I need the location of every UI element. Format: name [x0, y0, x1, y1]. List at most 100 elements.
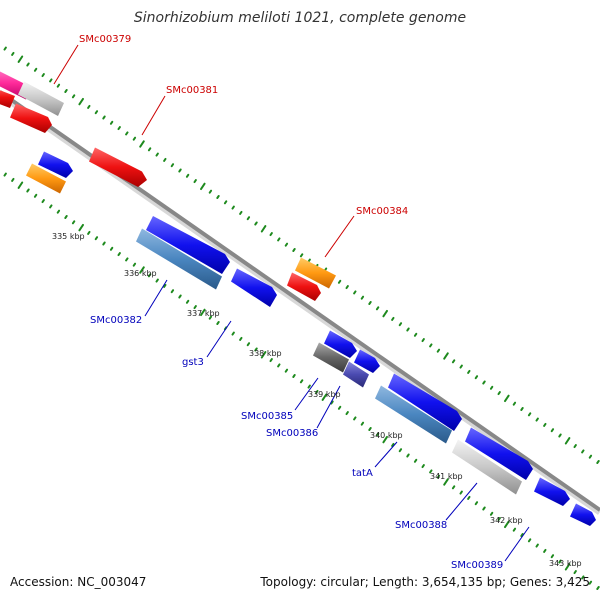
gene-arrow[interactable]	[26, 163, 66, 194]
kbp-label: 339 kbp	[308, 390, 341, 399]
minor-tick	[147, 147, 152, 152]
minor-tick	[345, 411, 349, 416]
minor-tick	[178, 168, 182, 173]
gene-arrow[interactable]	[324, 330, 357, 359]
major-tick	[443, 478, 449, 486]
minor-tick	[307, 258, 311, 263]
minor-tick	[239, 336, 243, 341]
minor-tick	[94, 236, 99, 241]
gene-label-smc00384[interactable]: SMc00384	[356, 206, 408, 217]
minor-tick	[596, 460, 600, 464]
minor-tick	[193, 305, 197, 310]
gene-arrow[interactable]	[287, 272, 321, 302]
minor-tick	[208, 189, 213, 194]
minor-tick	[520, 533, 524, 537]
minor-tick	[277, 237, 281, 242]
gene-label-smc00379[interactable]: SMc00379	[79, 34, 131, 45]
gene-label-smc00381[interactable]: SMc00381	[166, 85, 218, 96]
gene-label-smc00388[interactable]: SMc00388	[395, 520, 447, 531]
minor-tick	[269, 232, 273, 237]
minor-tick	[185, 299, 190, 304]
gene-arrows	[0, 71, 596, 527]
gene-arrow[interactable]	[313, 342, 349, 373]
minor-tick	[170, 289, 175, 294]
gene-arrow[interactable]	[231, 268, 277, 308]
minor-tick	[56, 209, 61, 214]
minor-tick	[109, 120, 114, 125]
gene-label-smc00385[interactable]: SMc00385	[241, 411, 293, 422]
kbp-label: 336 kbp	[124, 269, 157, 278]
minor-tick	[489, 511, 494, 516]
gene-label-tata[interactable]: tatA	[352, 468, 373, 479]
gene-arrow[interactable]	[295, 257, 336, 289]
major-tick	[382, 309, 388, 318]
minor-tick	[11, 51, 15, 56]
gene-arrow[interactable]	[465, 427, 533, 481]
major-tick	[443, 352, 449, 360]
minor-tick	[588, 454, 593, 459]
minor-tick	[33, 193, 38, 198]
minor-tick	[231, 205, 235, 210]
gene-arrow[interactable]	[89, 147, 147, 188]
gene-arrow[interactable]	[146, 216, 230, 274]
minor-tick	[558, 559, 562, 564]
minor-tick	[429, 343, 433, 348]
minor-tick	[41, 73, 45, 78]
gene-arrow[interactable]	[0, 87, 15, 109]
major-tick	[321, 393, 328, 401]
minor-tick	[527, 412, 532, 417]
minor-tick	[337, 405, 342, 410]
minor-tick	[87, 104, 91, 109]
minor-tick	[163, 157, 167, 162]
minor-tick	[49, 204, 53, 209]
minor-tick	[277, 363, 281, 368]
gene-label-smc00386[interactable]: SMc00386	[266, 428, 318, 439]
minor-tick	[421, 464, 425, 469]
minor-tick	[573, 444, 577, 449]
minor-tick	[178, 294, 182, 299]
kbp-labels: 335 kbp 336 kbp 337 kbp 338 kbp 339 kbp …	[52, 232, 582, 568]
minor-tick	[223, 200, 228, 205]
minor-tick	[421, 338, 425, 343]
minor-tick	[11, 177, 15, 182]
gene-label-gst3[interactable]: gst3	[182, 357, 204, 368]
major-tick	[260, 351, 267, 359]
gene-arrow[interactable]	[136, 228, 222, 290]
minor-tick	[330, 400, 334, 405]
minor-tick	[482, 380, 486, 385]
gene-arrow[interactable]	[343, 361, 369, 388]
gene-arrow[interactable]	[354, 349, 380, 374]
minor-tick	[474, 501, 479, 506]
gene-label-smc00389[interactable]: SMc00389	[451, 560, 503, 571]
gene-arrow[interactable]	[570, 503, 596, 527]
minor-tick	[550, 554, 555, 559]
major-tick	[564, 437, 571, 445]
gene-arrow[interactable]	[388, 373, 462, 432]
minor-tick	[71, 220, 76, 225]
minor-tick	[436, 348, 441, 353]
minor-tick	[535, 543, 539, 548]
gene-arrow[interactable]	[452, 439, 522, 495]
gene-label-smc00382[interactable]: SMc00382	[90, 315, 142, 326]
major-tick	[504, 520, 510, 529]
minor-tick	[353, 290, 357, 295]
minor-tick	[3, 172, 7, 177]
major-tick	[139, 140, 145, 148]
minor-tick	[216, 195, 220, 199]
minor-tick	[94, 110, 99, 115]
gene-arrow[interactable]	[38, 151, 73, 179]
gene-arrow[interactable]	[10, 103, 52, 134]
minor-tick	[64, 89, 68, 93]
minor-tick	[512, 401, 517, 406]
map-title: Sinorhizobium meliloti 1021, complete ge…	[134, 10, 466, 26]
gene-arrow[interactable]	[534, 477, 570, 507]
minor-tick	[368, 301, 372, 305]
minor-tick	[391, 442, 395, 447]
minor-tick	[345, 285, 349, 290]
minor-tick	[3, 46, 7, 51]
minor-tick	[558, 433, 562, 438]
gene-arrow[interactable]	[375, 385, 452, 444]
kbp-label: 343 kbp	[549, 559, 582, 568]
gene-arrow[interactable]	[18, 81, 64, 117]
